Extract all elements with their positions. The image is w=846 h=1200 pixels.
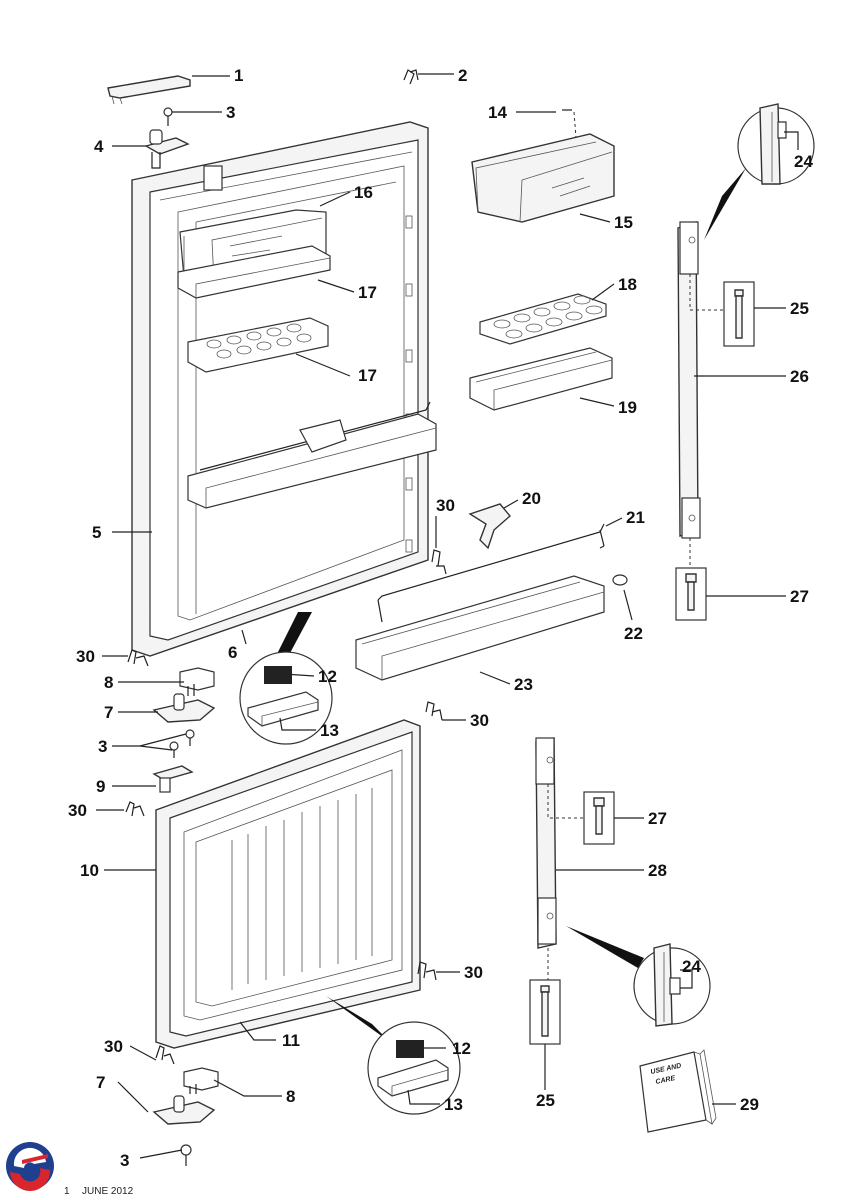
callout-16: 16 xyxy=(354,183,373,202)
callout-8-upper: 8 xyxy=(104,673,113,692)
callout-4: 4 xyxy=(94,137,104,156)
part-3-screw-top xyxy=(163,107,173,126)
callout-10: 10 xyxy=(80,861,99,880)
callout-24-top: 24 xyxy=(794,152,813,171)
callout-3-mid: 3 xyxy=(98,737,107,756)
callout-19: 19 xyxy=(618,398,637,417)
part-15-dairy-door xyxy=(471,133,615,223)
part-14-screw-small xyxy=(562,109,577,139)
part-30-clip-e xyxy=(417,961,437,981)
part-8-hinge-upper xyxy=(179,667,215,696)
callout-30-c: 30 xyxy=(470,711,489,730)
detail-pointer-c xyxy=(566,926,644,968)
callout-28: 28 xyxy=(648,861,667,880)
part-20-bracket xyxy=(468,503,511,550)
part-30-clip-d xyxy=(125,801,145,817)
part-30-clip-b xyxy=(127,649,149,667)
part-7-hinge-mid xyxy=(152,693,216,723)
part-1-hinge-cover xyxy=(107,75,191,105)
part-22-plug xyxy=(612,574,628,586)
part-2-clip xyxy=(403,69,419,85)
callout-14: 14 xyxy=(488,103,507,122)
callout-3-bottom: 3 xyxy=(120,1151,129,1170)
callout-3-top: 3 xyxy=(226,103,235,122)
callout-30-a: 30 xyxy=(436,496,455,515)
callout-12-bottom: 12 xyxy=(452,1039,471,1058)
callout-23: 23 xyxy=(514,675,533,694)
fridge-door xyxy=(131,121,429,657)
part-18-egg-tray xyxy=(479,293,607,345)
part-3-screws-mid xyxy=(169,729,195,758)
callout-17-upper: 17 xyxy=(358,283,377,302)
callout-17-lower: 17 xyxy=(358,366,377,385)
part-30-clip-c xyxy=(425,701,443,721)
callout-7-upper: 7 xyxy=(104,703,113,722)
callout-11: 11 xyxy=(282,1031,300,1050)
callout-6: 6 xyxy=(228,643,237,662)
callout-24-bottom: 24 xyxy=(682,957,701,976)
part-26-fridge-handle xyxy=(677,221,724,568)
part-9-hinge-pin xyxy=(152,765,194,793)
callout-18: 18 xyxy=(618,275,637,294)
callout-30-d: 30 xyxy=(68,801,87,820)
callout-20: 20 xyxy=(522,489,541,508)
callout-15: 15 xyxy=(614,213,633,232)
part-19-tray xyxy=(469,347,613,411)
callout-2: 2 xyxy=(458,66,467,85)
detail-12-13-circle-top xyxy=(239,651,333,745)
callout-27-bottom: 27 xyxy=(648,809,667,828)
part-25-screw-top-box xyxy=(723,281,755,347)
callout-27-top: 27 xyxy=(790,587,809,606)
part-17-upper-shelf xyxy=(177,245,331,299)
part-3-screw-bottom xyxy=(180,1144,192,1166)
detail-pointer-b xyxy=(326,996,390,1042)
callout-30-b: 30 xyxy=(76,647,95,666)
part-7-hinge-lower xyxy=(152,1095,216,1125)
detail-12-13-circle-bottom xyxy=(367,1021,461,1115)
callout-25-bottom: 25 xyxy=(536,1091,555,1110)
callout-26: 26 xyxy=(790,367,809,386)
leader-6 xyxy=(241,629,247,645)
part-4-top-hinge xyxy=(144,129,190,169)
part-27-screw-box-2 xyxy=(583,791,615,845)
freezer-door xyxy=(155,719,421,1049)
part-30-clip-a xyxy=(431,549,447,575)
detail-24-circle-bottom xyxy=(633,943,711,1027)
callout-8-lower: 8 xyxy=(286,1087,295,1106)
callout-13-top: 13 xyxy=(320,721,339,740)
footer-date: JUNE 2012 xyxy=(82,1186,134,1197)
part-17-egg-shelf xyxy=(187,317,329,373)
footer-page-number: 1 xyxy=(64,1186,70,1197)
leader-lines xyxy=(96,73,799,1159)
part-21-rod xyxy=(377,523,605,623)
brand-logo xyxy=(6,1142,54,1192)
part-27-screw-box-1 xyxy=(675,567,707,621)
detail-24-circle-top xyxy=(704,103,815,240)
part-8-hinge-lower xyxy=(183,1067,219,1094)
part-28-freezer-handle xyxy=(535,737,584,980)
callout-30-f: 30 xyxy=(104,1037,123,1056)
door-bottle-shelf xyxy=(187,401,437,509)
callout-labels: 1 2 3 4 14 15 16 17 17 18 19 24 25 26 5 … xyxy=(68,66,813,1170)
callout-29: 29 xyxy=(740,1095,759,1114)
part-23-door-bin xyxy=(355,575,605,681)
booklet-line-2: CARE xyxy=(655,1075,676,1086)
part-25-screw-bottom-box xyxy=(529,979,561,1045)
callout-25-top: 25 xyxy=(790,299,809,318)
callout-13-bottom: 13 xyxy=(444,1095,463,1114)
part-29-use-and-care-booklet: USE AND CARE xyxy=(639,1049,717,1133)
callout-21: 21 xyxy=(626,508,645,527)
callout-1: 1 xyxy=(234,66,243,85)
callout-9: 9 xyxy=(96,777,105,796)
callout-7-lower: 7 xyxy=(96,1073,105,1092)
callout-30-e: 30 xyxy=(464,963,483,982)
part-30-clip-f xyxy=(155,1045,175,1065)
callout-5: 5 xyxy=(92,523,101,542)
callout-22: 22 xyxy=(624,624,643,643)
callout-12-top: 12 xyxy=(318,667,337,686)
